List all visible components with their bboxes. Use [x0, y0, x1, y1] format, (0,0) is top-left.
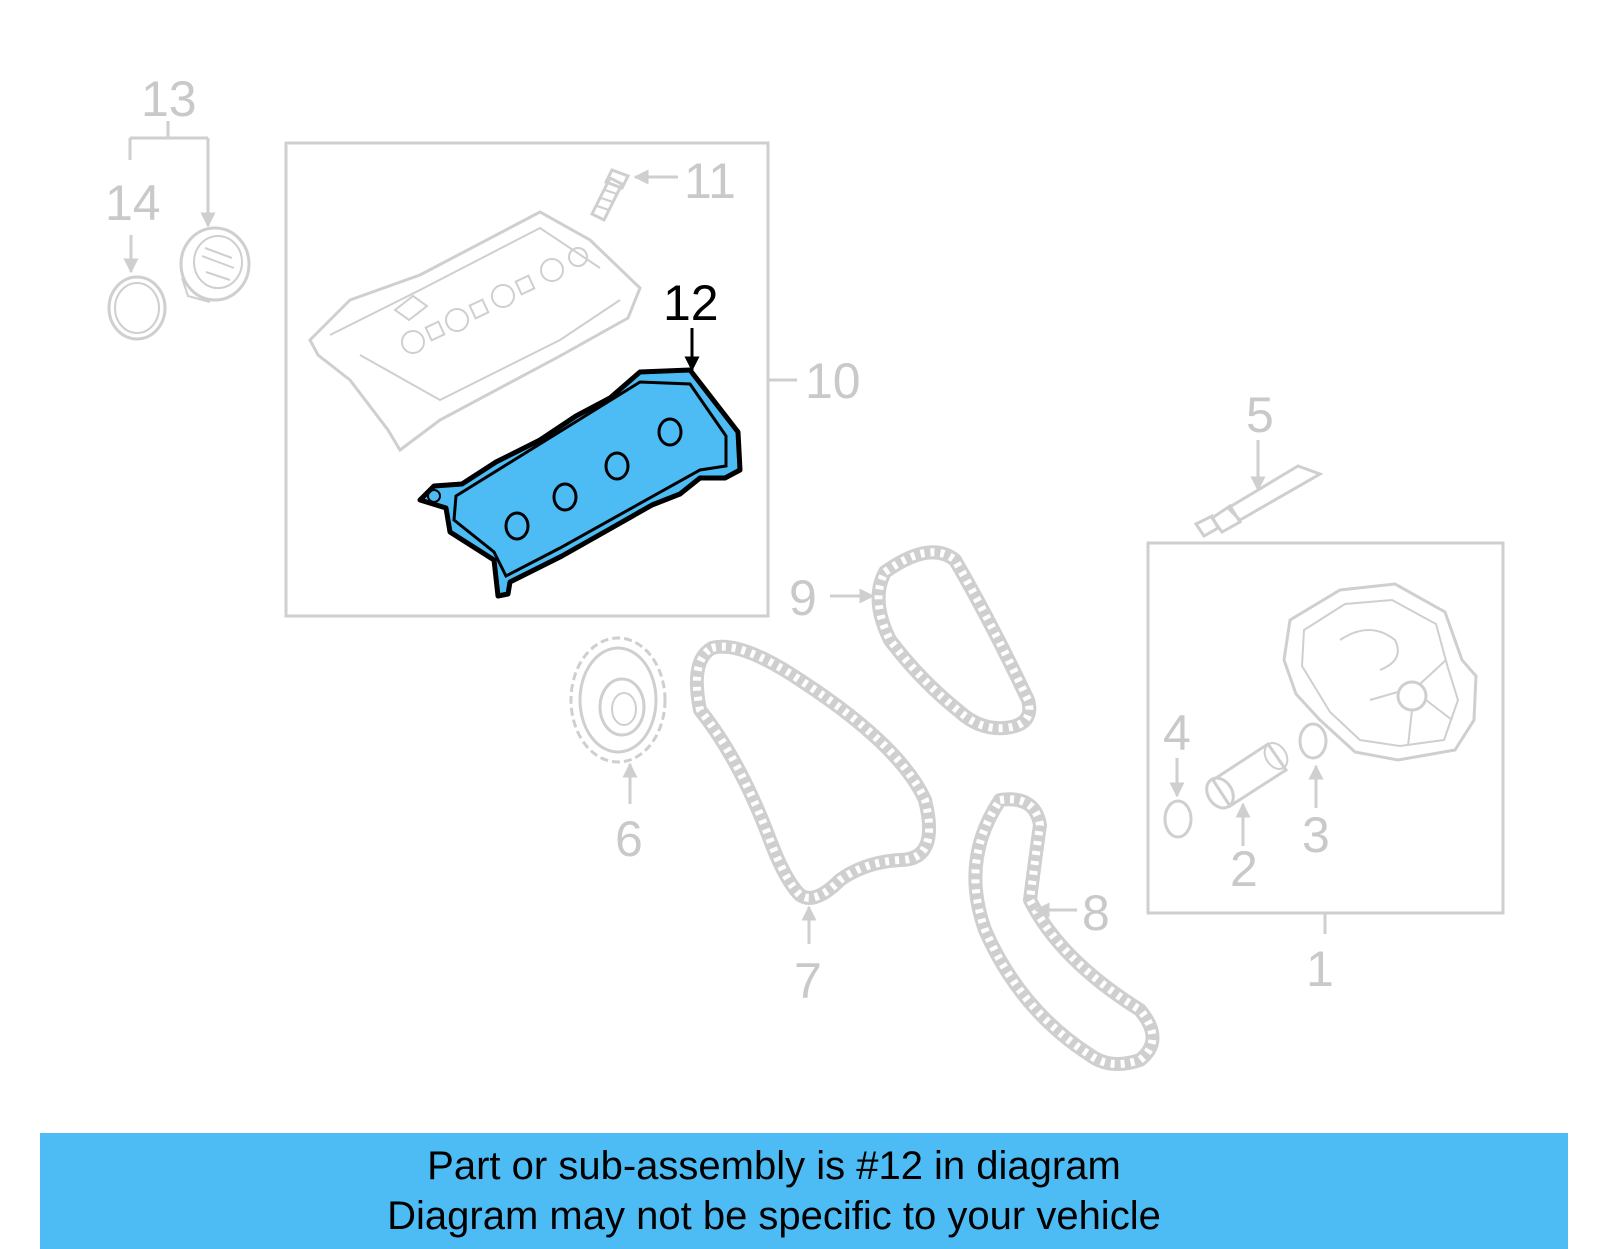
callout-12: 12 — [663, 275, 719, 331]
banner-line-1: Part or sub-assembly is #12 in diagram — [427, 1144, 1121, 1188]
callout-10: 10 — [805, 353, 861, 409]
oil-filler-cap-part-13 — [179, 226, 251, 303]
callout-1: 1 — [1306, 941, 1334, 997]
callout-13: 13 — [141, 71, 197, 127]
timing-cover-part-1 — [1282, 582, 1478, 762]
valve-cover — [308, 210, 642, 453]
seal-ring-part-14 — [107, 275, 167, 341]
callout-4: 4 — [1163, 705, 1191, 761]
callout-6: 6 — [615, 811, 643, 867]
callout-9: 9 — [789, 570, 817, 626]
callout-11: 11 — [684, 153, 736, 209]
valve-cover-gasket-part-12 — [417, 367, 743, 599]
sealant-tube-part-5 — [1193, 464, 1324, 538]
sprocket-part-6 — [569, 636, 667, 764]
timing-chain-part-8 — [968, 792, 1160, 1071]
callout-2: 2 — [1230, 841, 1258, 897]
timing-chain-part-7 — [689, 639, 937, 905]
callout-5: 5 — [1246, 387, 1274, 443]
callout-7: 7 — [794, 953, 822, 1009]
o-ring-part-3 — [1298, 722, 1328, 760]
callout-14: 14 — [105, 175, 161, 231]
banner-line-2: Diagram may not be specific to your vehi… — [387, 1194, 1161, 1238]
bolt-part-11 — [589, 168, 631, 223]
callout-8: 8 — [1082, 885, 1110, 941]
info-banner: Part or sub-assembly is #12 in diagram D… — [40, 1133, 1568, 1249]
timing-chain-part-9 — [871, 545, 1037, 736]
sleeve-part-2 — [1205, 741, 1289, 810]
o-ring-part-4 — [1163, 799, 1193, 839]
callout-3: 3 — [1302, 807, 1330, 863]
